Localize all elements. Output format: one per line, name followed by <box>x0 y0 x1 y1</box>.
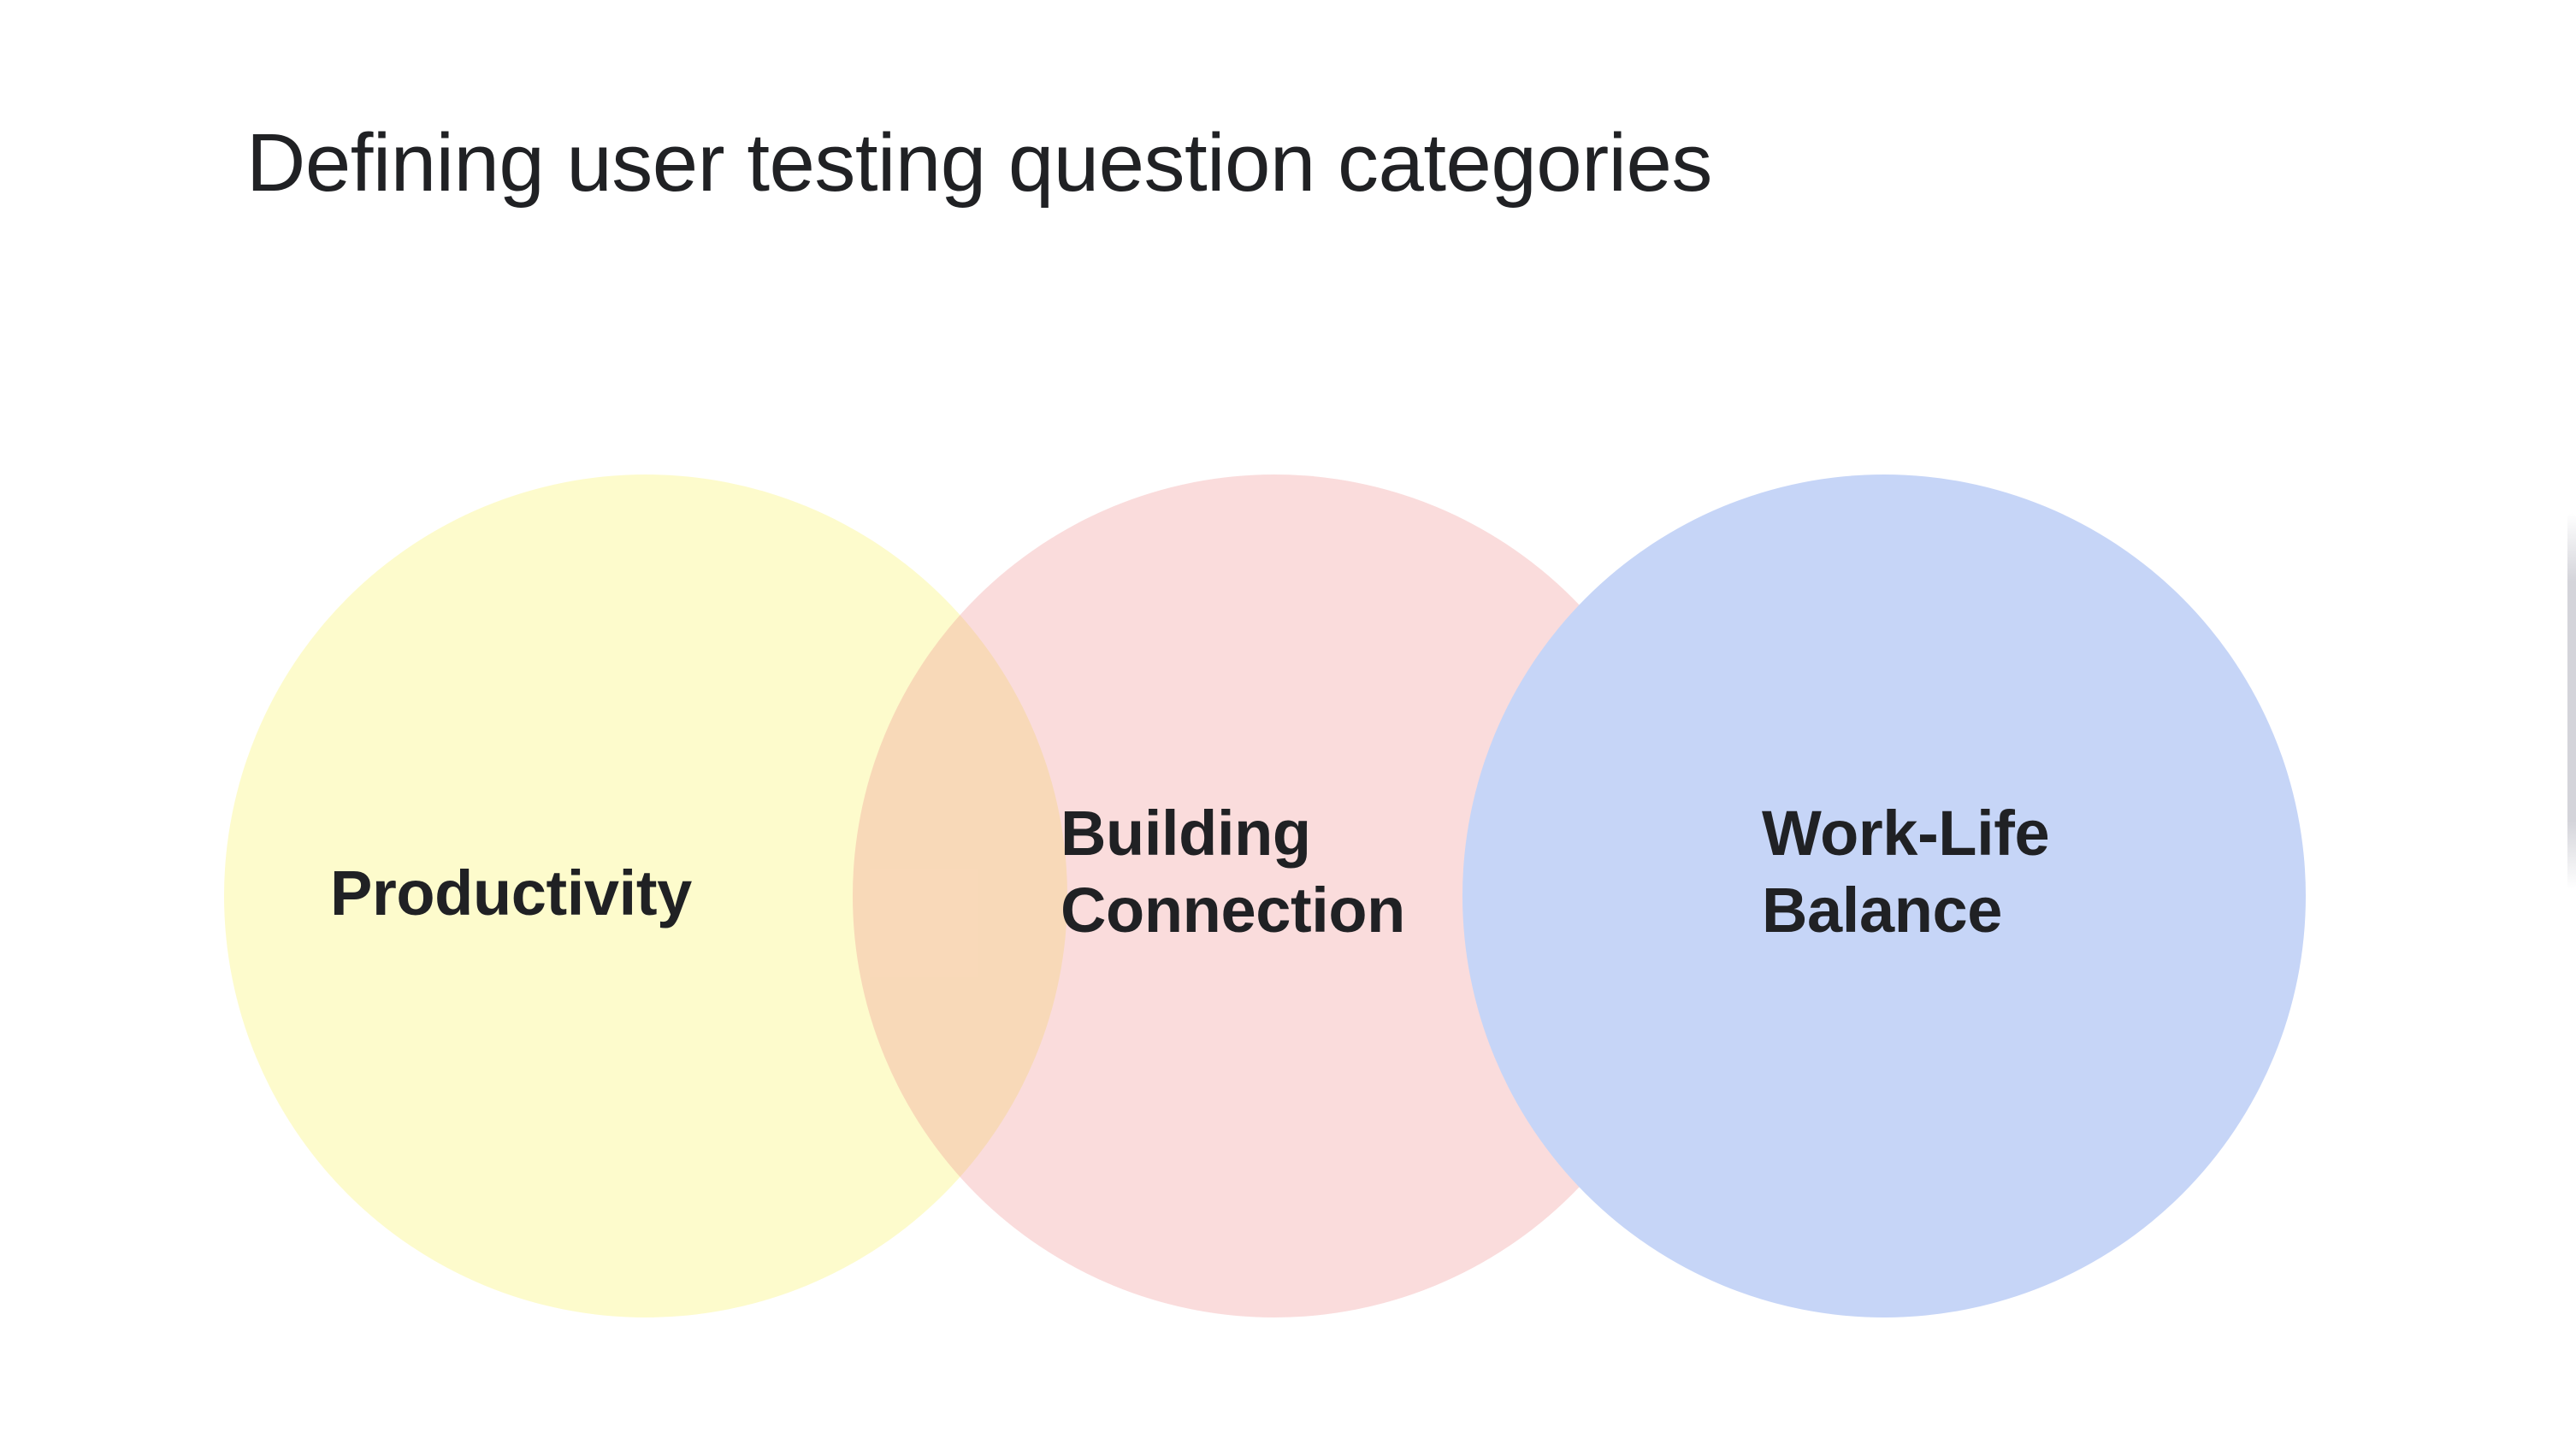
venn-label-work-life-balance: Work-Life Balance <box>1762 798 2050 946</box>
venn-label-productivity: Productivity <box>330 858 692 928</box>
venn-circle-productivity[interactable] <box>224 474 1067 1317</box>
vertical-scrollbar[interactable] <box>2567 513 2576 889</box>
venn-circle-work-life-balance[interactable] <box>1462 474 2306 1317</box>
venn-label-building-connection: Building Connection <box>1061 798 1405 946</box>
page-title: Defining user testing question categorie… <box>246 117 1712 209</box>
